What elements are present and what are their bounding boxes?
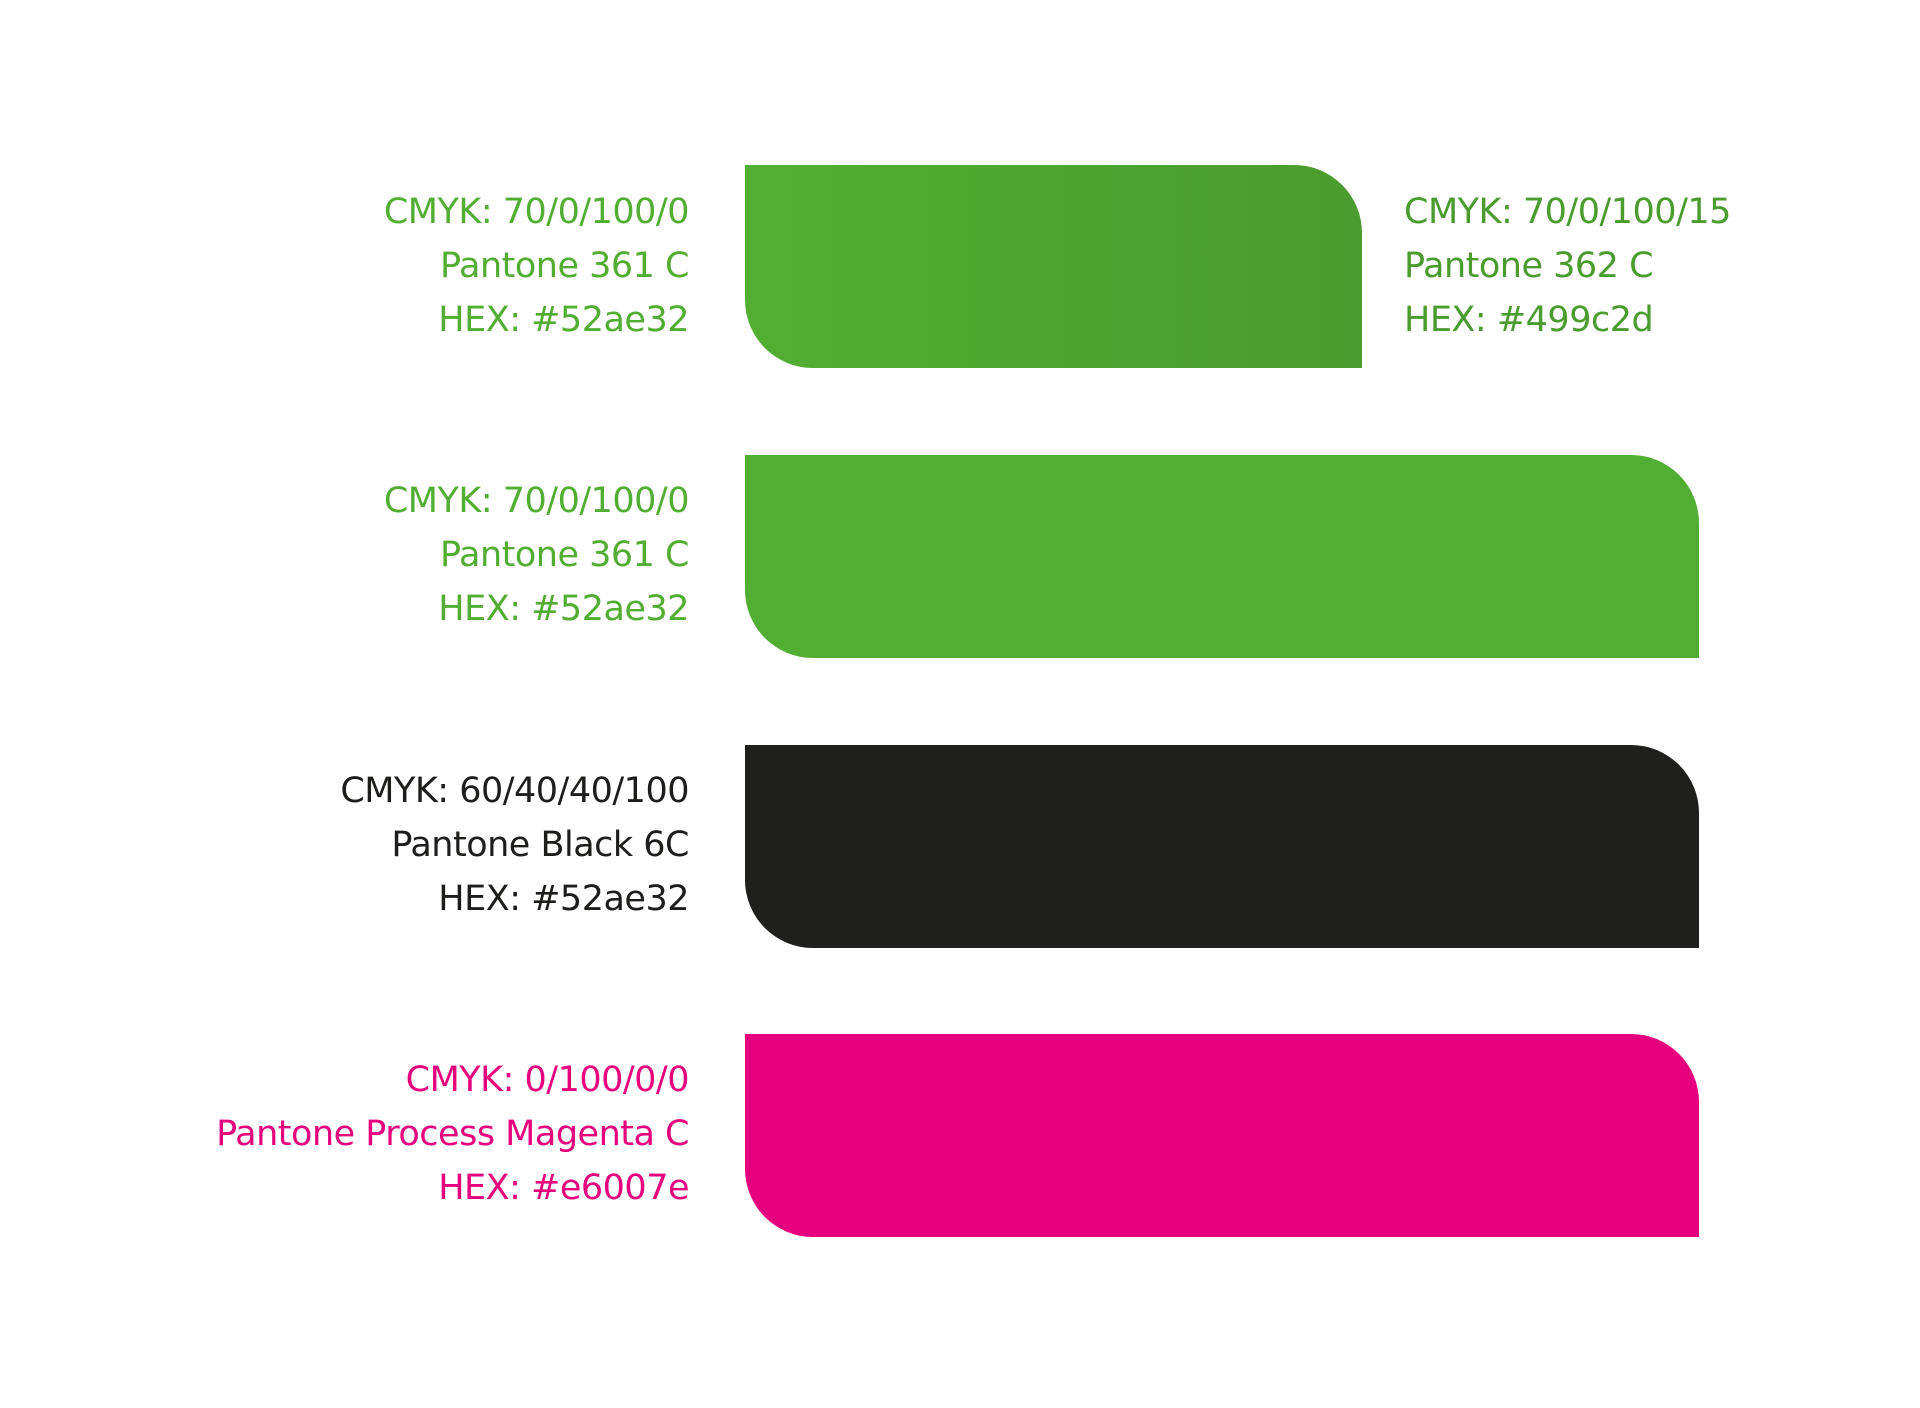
color-spec-pantone-362: CMYK: 70/0/100/15 Pantone 362 C HEX: #49…	[1404, 185, 1731, 347]
color-spec-process-magenta: CMYK: 0/100/0/0 Pantone Process Magenta …	[216, 1053, 689, 1215]
hex-value: HEX: #52ae32	[438, 589, 689, 629]
green-swatch	[745, 455, 1699, 658]
black-swatch	[745, 745, 1699, 948]
hex-value: HEX: #499c2d	[1404, 300, 1654, 340]
color-spec-pantone-361: CMYK: 70/0/100/0 Pantone 361 C HEX: #52a…	[383, 185, 690, 347]
hex-value: HEX: #52ae32	[438, 879, 689, 919]
color-spec-pantone-black: CMYK: 60/40/40/100 Pantone Black 6C HEX:…	[340, 764, 689, 926]
cmyk-value: CMYK: 0/100/0/0	[405, 1060, 690, 1100]
pantone-value: Pantone Process Magenta C	[216, 1114, 689, 1154]
cmyk-value: CMYK: 70/0/100/0	[383, 192, 690, 232]
pantone-value: Pantone 362 C	[1404, 246, 1654, 286]
color-spec-pantone-361-solid: CMYK: 70/0/100/0 Pantone 361 C HEX: #52a…	[383, 474, 690, 636]
magenta-swatch	[745, 1034, 1699, 1237]
pantone-value: Pantone Black 6C	[391, 825, 689, 865]
pantone-value: Pantone 361 C	[439, 535, 690, 575]
pantone-value: Pantone 361 C	[439, 246, 690, 286]
cmyk-value: CMYK: 70/0/100/0	[383, 481, 690, 521]
cmyk-value: CMYK: 60/40/40/100	[340, 771, 689, 811]
gradient-green-swatch	[745, 165, 1362, 368]
hex-value: HEX: #e6007e	[438, 1168, 689, 1208]
hex-value: HEX: #52ae32	[438, 300, 689, 340]
cmyk-value: CMYK: 70/0/100/15	[1404, 192, 1731, 232]
